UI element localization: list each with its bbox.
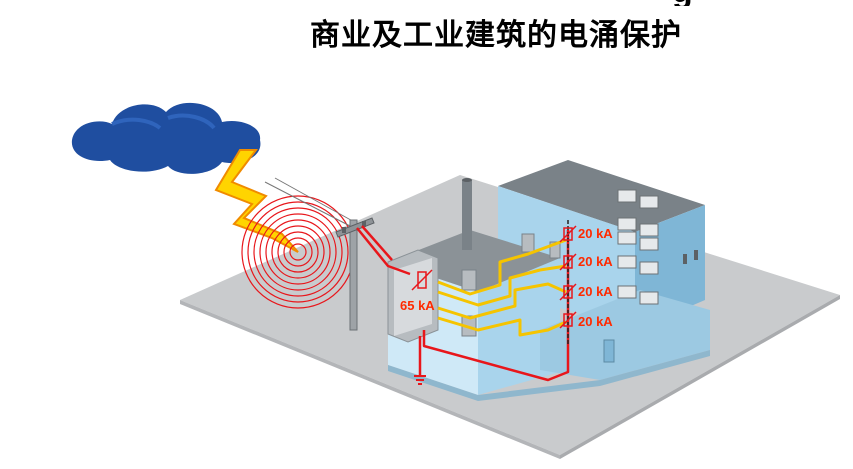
sub-panel (521, 233, 535, 253)
storm-cloud-icon (71, 102, 261, 174)
chimney-top (462, 178, 472, 182)
lightning-bolt-icon (214, 149, 299, 253)
cropped-title-fragment: g (672, 0, 696, 6)
utility-pole-icon (335, 217, 375, 331)
window (683, 254, 687, 264)
main-protector-rating-label: 65 kA (400, 298, 435, 313)
main-panel-face (394, 258, 432, 336)
floor-protector-rating-label: 20 kA (578, 314, 613, 329)
computer-terminal-icons (617, 189, 659, 305)
ground-plate-edge (180, 300, 560, 459)
distribution-wires (437, 238, 567, 337)
window (694, 250, 698, 260)
building-roof-lower (388, 230, 560, 292)
building-right-wing (540, 290, 710, 380)
sub-panel (549, 241, 561, 259)
overhead-cable (274, 177, 359, 225)
floor-protector-rating-label: 20 kA (578, 226, 613, 241)
ground-icon (414, 375, 426, 385)
building-base (388, 350, 710, 401)
floor-protector-rating-label: 20 kA (578, 284, 613, 299)
building-roof-back (498, 160, 705, 232)
overhead-cable (264, 181, 351, 227)
floor-protector-rating-label: 20 kA (578, 254, 613, 269)
page-title: 商业及工业建筑的电涌保护 (310, 18, 682, 53)
chimney (462, 180, 472, 250)
ground-plate-edge-right (560, 295, 840, 459)
sub-panel (461, 269, 477, 291)
door (603, 339, 615, 363)
cropped-title-text: g (672, 0, 696, 6)
surge-protector-icon (411, 225, 577, 329)
